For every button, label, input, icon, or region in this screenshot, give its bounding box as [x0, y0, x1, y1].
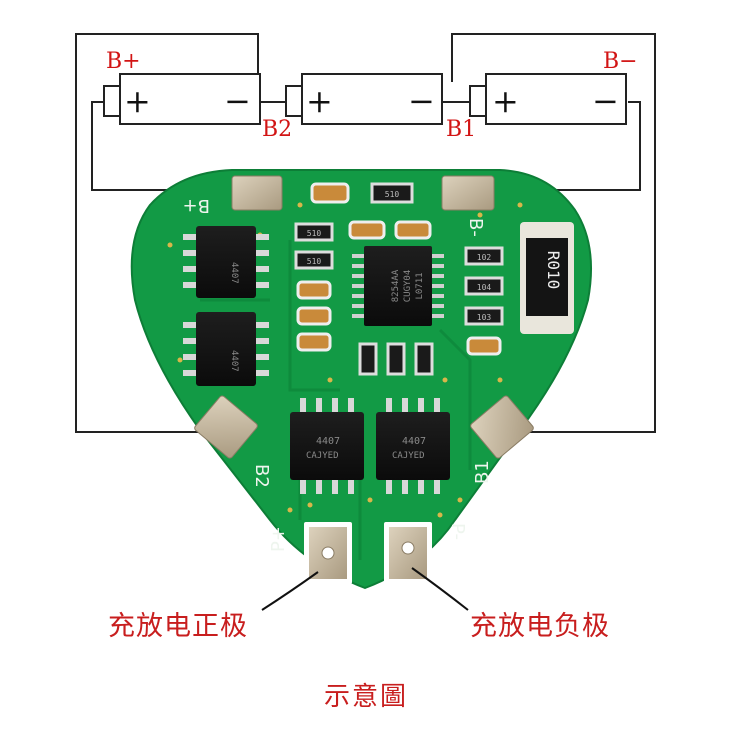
battery-1: + − — [103, 73, 261, 125]
mosfet-chip-4: 4407 CAJYED — [376, 398, 450, 494]
label-b1: B1 — [446, 117, 476, 142]
battery-2-plus: + — [306, 82, 333, 120]
battery-1-minus: − — [224, 82, 251, 120]
svg-text:R010: R010 — [544, 251, 563, 290]
svg-text:CAJYED: CAJYED — [392, 451, 425, 461]
svg-text:102: 102 — [477, 253, 492, 262]
pad-b2 — [194, 395, 258, 459]
silk-b-minus: B- — [465, 218, 486, 237]
battery-3-plus: + — [492, 82, 519, 120]
caption-negative: 充放电负极 — [470, 611, 610, 642]
battery-2-minus: − — [408, 82, 435, 120]
wire-b-plus — [75, 33, 259, 433]
battery-3-minus: − — [592, 82, 619, 120]
battery-3: + − — [469, 73, 627, 125]
pad-p-minus — [384, 522, 432, 584]
svg-text:CUGY04: CUGY04 — [403, 270, 413, 303]
svg-text:103: 103 — [477, 313, 492, 322]
svg-text:CAJYED: CAJYED — [306, 451, 339, 461]
svg-text:104: 104 — [477, 283, 492, 292]
mosfet-chip-1: 4407 — [183, 226, 269, 298]
silk-b-plus: B+ — [183, 195, 210, 216]
protection-ic: 8254AA CUGY04 L0711 — [352, 246, 444, 326]
mosfet-chip-3: 4407 CAJYED — [290, 398, 364, 494]
caption-positive: 充放电正极 — [108, 611, 248, 642]
label-b-minus: B− — [603, 49, 638, 74]
silk-p-plus: P+ — [268, 526, 289, 552]
label-b-plus: B+ — [106, 49, 141, 74]
svg-text:4407: 4407 — [229, 262, 239, 284]
svg-text:510: 510 — [307, 257, 322, 266]
svg-text:4407: 4407 — [316, 436, 340, 447]
battery-1-plus: + — [124, 82, 151, 120]
svg-text:8254AA: 8254AA — [391, 269, 401, 302]
svg-text:510: 510 — [385, 190, 400, 199]
pad-p-plus — [304, 522, 352, 584]
silk-b1: B1 — [472, 460, 493, 484]
mosfet-chip-2: 4407 — [183, 312, 269, 386]
battery-2: + − — [285, 73, 443, 125]
svg-text:4407: 4407 — [229, 350, 239, 372]
diagram-title: 示意圖 — [324, 682, 409, 712]
svg-text:L0711: L0711 — [415, 272, 425, 299]
pad-b-plus — [231, 175, 283, 211]
smd-components: 510 510 510 102 104 103 — [294, 182, 504, 376]
shunt-resistor: R010 — [520, 222, 574, 334]
pad-b1 — [470, 395, 534, 459]
wire-b-minus — [451, 33, 656, 433]
svg-text:510: 510 — [307, 229, 322, 238]
label-b2: B2 — [262, 117, 292, 142]
caption-pointers — [261, 567, 469, 611]
svg-text:4407: 4407 — [402, 436, 426, 447]
pad-b-minus — [441, 175, 495, 211]
silk-b2: B2 — [251, 464, 272, 488]
silk-p-minus: P- — [447, 523, 468, 540]
